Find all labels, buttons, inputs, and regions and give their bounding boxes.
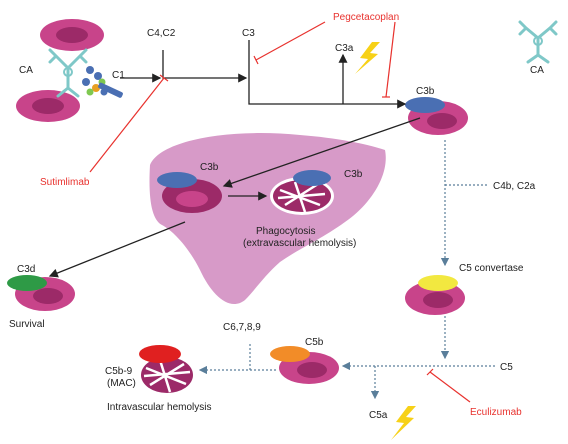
- c4c2-label: C4,C2: [147, 28, 176, 39]
- lightning-icon: [391, 406, 416, 440]
- c5b9-label: C5b-9: [105, 366, 133, 377]
- c3b-label-liver: C3b: [200, 162, 219, 173]
- c3b-cap: [157, 172, 197, 188]
- survival-label: Survival: [9, 319, 45, 330]
- intravascular-label: Intravascular hemolysis: [107, 402, 211, 413]
- c5b-cap: [270, 346, 310, 362]
- c5a-label: C5a: [369, 410, 388, 421]
- extravascular-label: (extravascular hemolysis): [243, 238, 356, 249]
- red-blood-cell-icon: [157, 172, 222, 213]
- pegcetacoplan-inhibitor-line: [253, 21, 396, 98]
- c3a-label: C3a: [335, 43, 354, 54]
- c3b-cap: [405, 97, 445, 113]
- c3-label: C3: [242, 28, 255, 39]
- red-blood-cell-icon: [40, 19, 104, 51]
- c5-convertase-cap: [418, 275, 458, 291]
- red-blood-cell-icon: [7, 275, 75, 311]
- liver-shape: [149, 133, 386, 305]
- ca-label-right: CA: [530, 65, 544, 76]
- eculizumab-inhibitor-line: [426, 368, 471, 403]
- sutimlimab-label: Sutimlimab: [40, 177, 90, 188]
- eculizumab-label: Eculizumab: [470, 407, 522, 418]
- red-blood-cell-icon: [405, 97, 468, 135]
- c5b-label: C5b: [305, 337, 324, 348]
- c1-label: C1: [112, 70, 125, 81]
- c6789-label: C6,7,8,9: [223, 322, 261, 333]
- pegcetacoplan-label: Pegcetacoplan: [333, 12, 399, 23]
- mac-cap: [139, 345, 181, 363]
- c3d-cap: [7, 275, 47, 291]
- c5-label: C5: [500, 362, 513, 373]
- sutimlimab-inhibitor-line: [89, 74, 169, 173]
- red-blood-cell-icon: [270, 346, 339, 384]
- c4b-c2a-label: C4b, C2a: [493, 181, 536, 192]
- phagocytosed-cell: [270, 170, 334, 215]
- mac-lysed-cell: [139, 345, 193, 393]
- c3b-cap: [293, 170, 331, 186]
- antibody-icon: [48, 48, 88, 98]
- c1-complex-icon: [82, 66, 123, 98]
- c5-convertase-label: C5 convertase: [459, 263, 524, 274]
- mac-label: (MAC): [107, 378, 136, 389]
- c3d-label: C3d: [17, 264, 35, 275]
- antibody-icon: [518, 20, 558, 64]
- c3b-label-top: C3b: [416, 86, 435, 97]
- red-blood-cell-icon: [405, 275, 465, 315]
- phagocytosis-label: Phagocytosis: [256, 226, 315, 237]
- c3b-label-phago: C3b: [344, 169, 363, 180]
- lightning-icon: [355, 42, 380, 74]
- ca-label-left: CA: [19, 65, 33, 76]
- red-blood-cell-icon: [16, 90, 80, 122]
